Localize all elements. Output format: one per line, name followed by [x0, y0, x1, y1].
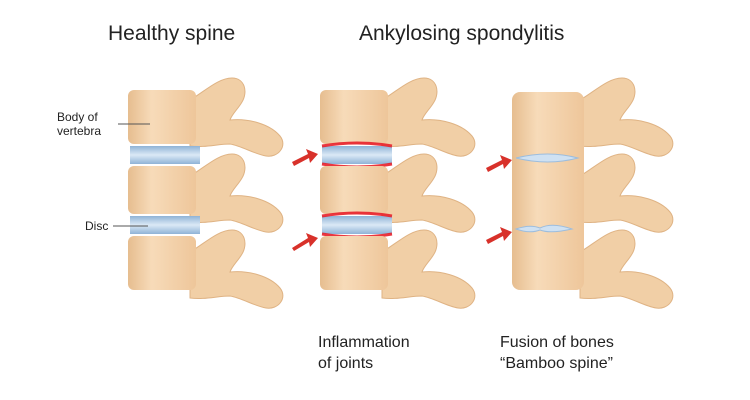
ankylosing-spondylitis-title: Ankylosing spondylitis — [359, 22, 565, 45]
fused-vertebral-column — [512, 92, 584, 290]
healthy-vertebra-3 — [128, 236, 196, 290]
arrow-icon — [292, 233, 318, 251]
arrow-icon — [486, 227, 512, 244]
inflamed-spine — [320, 77, 476, 309]
inflammation-caption: Inflammation of joints — [318, 334, 410, 372]
arrow-icon — [486, 155, 512, 172]
inflamed-disc-1 — [322, 146, 392, 164]
fused-disc-remnant-1 — [515, 153, 580, 163]
inflamed-disc-2 — [322, 216, 392, 234]
healthy-vertebra-2 — [128, 166, 196, 214]
healthy-vertebra-1 — [128, 90, 196, 144]
healthy-disc-1 — [130, 146, 200, 164]
fusion-caption: Fusion of bones “Bamboo spine” — [500, 334, 614, 372]
healthy-spine-title: Healthy spine — [108, 22, 236, 45]
fused-spine — [512, 77, 674, 309]
healthy-spine — [128, 77, 284, 309]
fused-disc-remnant-2 — [514, 224, 574, 233]
healthy-disc-2 — [130, 216, 200, 234]
body-of-vertebra-label: Body of vertebra — [57, 110, 102, 138]
inflammation-arrows — [292, 149, 318, 251]
disc-label: Disc — [85, 219, 109, 233]
arrow-icon — [292, 149, 318, 166]
fusion-arrows — [486, 155, 512, 244]
